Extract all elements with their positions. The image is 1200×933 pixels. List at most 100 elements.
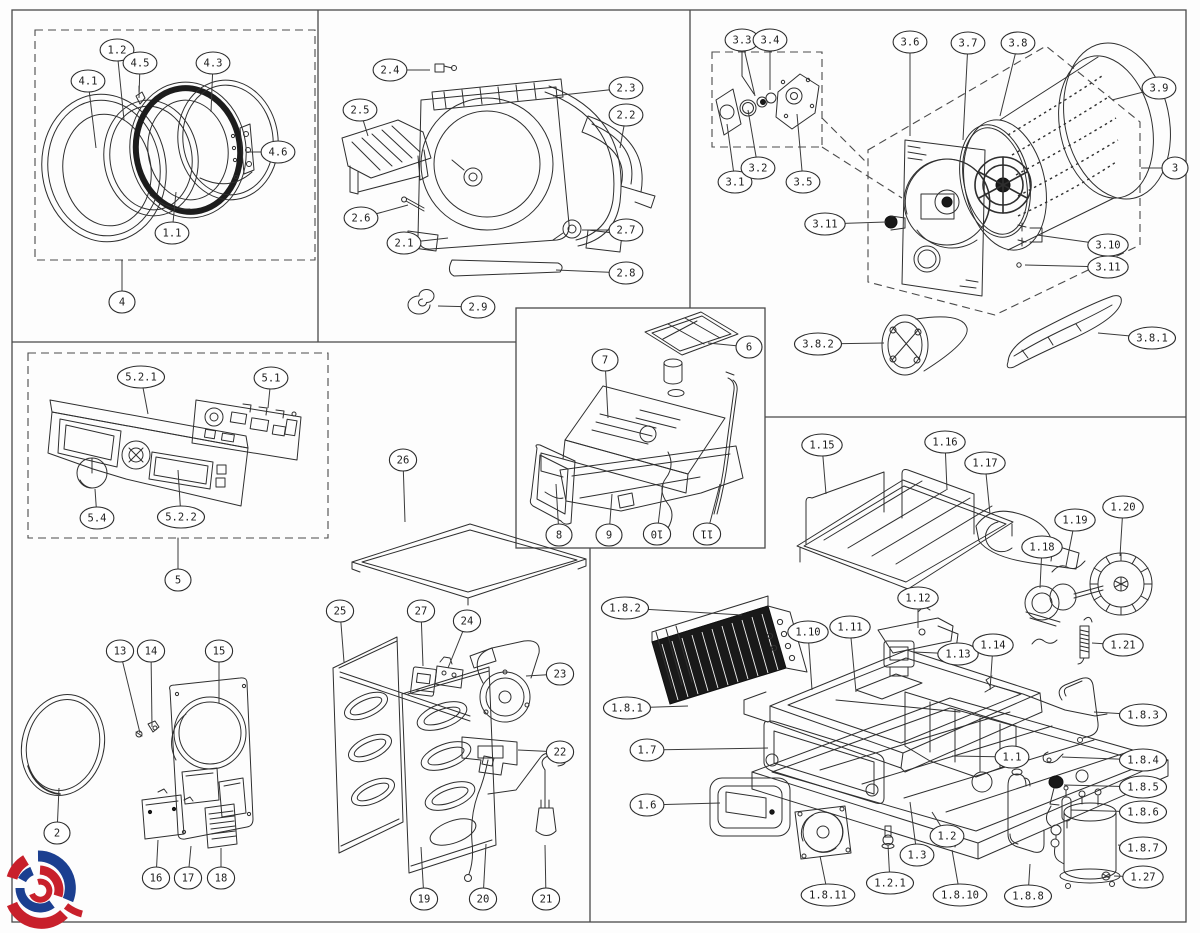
callout-1.21[interactable]: 1.21 [1091, 633, 1144, 657]
callout-2.1[interactable]: 2.1 [386, 231, 449, 255]
callout-bubble[interactable] [1000, 31, 1036, 55]
callout-bubble[interactable] [70, 69, 106, 93]
callout-3.3[interactable]: 3.3 [724, 28, 760, 97]
callout-bubble[interactable] [452, 609, 482, 633]
callout-25[interactable]: 25 [325, 599, 355, 663]
callout-5.4[interactable]: 5.4 [79, 488, 115, 530]
callout-5.2.1[interactable]: 5.2.1 [116, 365, 166, 415]
callout-23[interactable]: 23 [525, 662, 575, 686]
callout-4.1[interactable]: 4.1 [70, 69, 106, 149]
callout-2.2[interactable]: 2.2 [608, 103, 644, 149]
callout-bubble[interactable] [793, 332, 843, 356]
callout-5.1[interactable]: 5.1 [253, 366, 289, 409]
callout-1.8.3[interactable]: 1.8.3 [1093, 703, 1168, 727]
callout-2.4[interactable]: 2.4 [372, 58, 430, 82]
callout-bubble[interactable] [787, 620, 829, 644]
callout-bubble[interactable] [1021, 535, 1063, 559]
callout-3.6[interactable]: 3.6 [892, 30, 928, 136]
callout-bubble[interactable] [1102, 495, 1144, 519]
callout-bubble[interactable] [164, 568, 192, 592]
callout-1.10[interactable]: 1.10 [787, 620, 829, 691]
callout-4[interactable]: 4 [108, 262, 136, 314]
callout-bubble[interactable] [108, 290, 136, 314]
callout-bubble[interactable] [924, 430, 966, 454]
callout-2.5[interactable]: 2.5 [342, 98, 378, 137]
callout-bubble[interactable] [141, 866, 171, 890]
callout-1.17[interactable]: 1.17 [964, 451, 1006, 515]
callout-19[interactable]: 19 [409, 846, 439, 911]
callout-1.12[interactable]: 1.12 [897, 586, 939, 628]
callout-4.3[interactable]: 4.3 [195, 51, 231, 113]
callout-bubble[interactable] [122, 51, 158, 75]
callout-13[interactable]: 13 [105, 639, 141, 734]
callout-1.8.8[interactable]: 1.8.8 [1003, 863, 1053, 908]
callout-bubble[interactable] [937, 642, 979, 666]
callout-bubble[interactable] [642, 522, 672, 546]
callout-3.8.2[interactable]: 3.8.2 [793, 332, 885, 356]
callout-bubble[interactable] [929, 824, 965, 848]
callout-8[interactable]: 8 [545, 483, 573, 547]
callout-1.8.7[interactable]: 1.8.7 [1117, 836, 1168, 860]
callout-2.9[interactable]: 2.9 [437, 295, 496, 319]
callout-bubble[interactable] [372, 58, 408, 82]
callout-3.11[interactable]: 3.11 [1024, 255, 1129, 279]
callout-bubble[interactable] [1141, 76, 1177, 100]
callout-27[interactable]: 27 [406, 599, 436, 667]
callout-bubble[interactable] [608, 103, 644, 127]
callout-bubble[interactable] [173, 866, 203, 890]
callout-1.3[interactable]: 1.3 [899, 801, 935, 867]
callout-bubble[interactable] [692, 522, 722, 546]
callout-bubble[interactable] [1087, 255, 1129, 279]
callout-1.8.2[interactable]: 1.8.2 [600, 596, 743, 620]
callout-17[interactable]: 17 [173, 845, 203, 890]
callout-bubble[interactable] [608, 261, 644, 285]
callout-bubble[interactable] [260, 140, 296, 164]
callout-bubble[interactable] [116, 365, 166, 389]
callout-bubble[interactable] [99, 38, 135, 62]
callout-3.2[interactable]: 3.2 [740, 109, 776, 180]
callout-bubble[interactable] [608, 76, 644, 100]
callout-1.2[interactable]: 1.2 [929, 811, 965, 848]
callout-16[interactable]: 16 [141, 839, 171, 890]
callout-bubble[interactable] [460, 295, 496, 319]
callout-bubble[interactable] [1118, 703, 1168, 727]
callout-bubble[interactable] [206, 866, 236, 890]
callout-bubble[interactable] [79, 506, 115, 530]
callout-bubble[interactable] [608, 218, 644, 242]
callout-5.2.2[interactable]: 5.2.2 [156, 469, 206, 529]
callout-3.11[interactable]: 3.11 [804, 212, 887, 236]
callout-bubble[interactable] [1003, 884, 1053, 908]
callout-bubble[interactable] [972, 633, 1014, 657]
callout-bubble[interactable] [752, 28, 788, 52]
callout-4.5[interactable]: 4.5 [122, 51, 158, 99]
callout-1.1[interactable]: 1.1 [154, 191, 190, 245]
callout-21[interactable]: 21 [531, 844, 561, 911]
callout-bubble[interactable] [629, 793, 665, 817]
callout-1.19[interactable]: 1.19 [1054, 508, 1096, 567]
callout-bubble[interactable] [545, 523, 573, 547]
callout-bubble[interactable] [342, 98, 378, 122]
callout-bubble[interactable] [343, 206, 379, 230]
callout-bubble[interactable] [950, 31, 986, 55]
callout-bubble[interactable] [785, 170, 821, 194]
callout-3.5[interactable]: 3.5 [785, 113, 821, 194]
callout-bubble[interactable] [156, 505, 206, 529]
callout-2.3[interactable]: 2.3 [552, 76, 644, 100]
callout-bubble[interactable] [600, 596, 650, 620]
callout-3.8.1[interactable]: 3.8.1 [1097, 326, 1177, 350]
callout-3.10[interactable]: 3.10 [1036, 233, 1129, 257]
callout-18[interactable]: 18 [206, 848, 236, 890]
callout-bubble[interactable] [801, 433, 843, 457]
callout-20[interactable]: 20 [468, 843, 498, 911]
callout-1.27[interactable]: 1.27 [1113, 865, 1164, 889]
callout-14[interactable]: 14 [136, 639, 166, 728]
callout-bubble[interactable] [829, 615, 871, 639]
callout-3[interactable]: 3 [1141, 156, 1189, 180]
callout-1.14[interactable]: 1.14 [972, 633, 1014, 691]
callout-bubble[interactable] [629, 738, 665, 762]
callout-bubble[interactable] [386, 231, 422, 255]
callout-bubble[interactable] [388, 448, 418, 472]
callout-bubble[interactable] [406, 599, 436, 623]
callout-2.6[interactable]: 2.6 [343, 204, 409, 230]
callout-bubble[interactable] [964, 451, 1006, 475]
